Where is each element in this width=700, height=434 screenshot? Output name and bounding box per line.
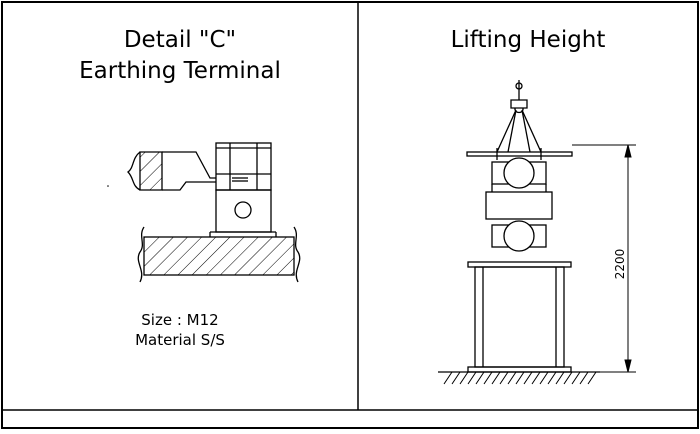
ground-line: [438, 371, 600, 385]
transformer-top-cover: [466, 148, 573, 160]
detail-title-line1: Detail "C": [123, 27, 237, 53]
detail-title: Detail "C" Earthing Terminal: [60, 25, 300, 87]
upper-coil: [491, 157, 547, 189]
core-yoke: [485, 184, 553, 220]
earthing-terminal-drawing: [107, 142, 301, 283]
lifting-slings: [496, 109, 542, 153]
base-plate-section: [137, 226, 301, 283]
detail-title-line2: Earthing Terminal: [79, 58, 281, 84]
terminal-block: [215, 189, 272, 233]
transformer-tank: [467, 261, 572, 373]
lower-coil: [491, 220, 547, 252]
size-label: Size : M12: [141, 311, 219, 329]
terminal-nut: [215, 142, 272, 191]
height-dimension: [572, 144, 636, 373]
bracket-section: [126, 151, 216, 191]
detail-notes: Size : M12 Material S/S: [100, 310, 260, 350]
material-label: Material S/S: [135, 331, 225, 349]
lifting-height-drawing: [438, 80, 636, 385]
crane-hook: [510, 80, 528, 114]
lifting-height-dimension-label: 2200: [613, 249, 627, 280]
lifting-height-title: Lifting Height: [450, 27, 606, 53]
